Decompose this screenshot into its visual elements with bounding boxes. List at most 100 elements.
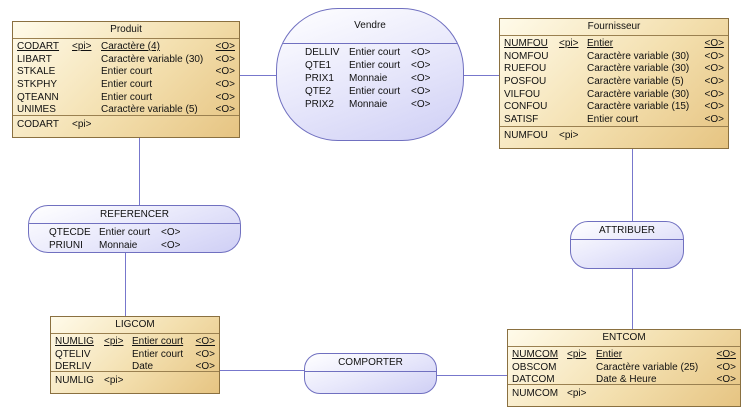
attribute-pi [559,63,587,76]
attribute-pi: <pi> [72,41,92,52]
attribute-o: <O> [704,88,724,100]
identifier-row: NUMCOM <pi> [508,384,740,402]
attribute-name: POSFOU [504,76,547,88]
attribute-type: Entier [587,38,614,49]
identifier-tag: <pi> [567,388,587,399]
attribute-pi [559,101,587,114]
association-title: COMPORTER [305,354,436,372]
identifier-tag: <pi> [72,119,92,130]
attribute-pi: <pi> [559,38,579,49]
attribute-type: Entier court [349,86,401,97]
attribute-row[interactable]: PRIUNI Monnaie <O> [49,239,240,252]
attribute-pi [567,374,596,387]
attribute-o: <O> [411,86,431,97]
identifier-name: NUMLIG [55,375,94,386]
attribute-type: Entier court [349,47,401,58]
attribute-pi [104,361,132,374]
attribute-pi [559,76,587,89]
attribute-type: Caractère variable (30) [587,88,690,100]
attribute-name: VILFOU [504,88,541,100]
attribute-pi [559,51,587,64]
attribute-row[interactable]: CODART<pi>Caractère (4)<O> [17,41,235,54]
attribute-o: <O> [411,99,431,110]
attribute-row[interactable]: VILFOU Caractère variable (30) <O> [504,89,724,102]
attribute-o: <O> [161,240,181,251]
attribute-o: <O> [411,60,431,71]
attribute-type: Caractère variable (5) [101,104,198,116]
attribute-type: Caractère variable (30) [587,50,690,62]
association-attribuer[interactable]: ATTRIBUER [570,221,684,269]
attribute-o: <O> [704,76,724,88]
association-comporter[interactable]: COMPORTER [304,353,437,394]
attribute-o: <O> [704,114,724,126]
attribute-o: <O> [215,91,235,103]
attribute-name: LIBART [17,53,52,65]
attribute-o: <O> [716,374,736,386]
entity-title: Fournisseur [500,19,728,36]
attribute-type: Date [132,361,154,373]
attribute-type: Entier court [132,336,184,347]
attribute-type: Monnaie [99,240,138,251]
attribute-name: PRIX1 [305,73,334,84]
attribute-pi [72,66,101,79]
attribute-o: <O> [704,101,724,113]
attribute-type: Entier court [101,91,153,103]
attribute-o: <O> [215,53,235,65]
attribute-type: Caractère (4) [101,41,160,52]
attribute-name: NUMFOU [504,38,548,49]
attribute-pi [72,92,101,105]
attribute-type: Entier court [101,79,153,91]
attribute-pi [72,54,101,67]
attribute-name: OBSCOM [512,361,557,373]
association-title: REFERENCER [29,206,240,224]
entity-title: LIGCOM [51,317,219,334]
attribute-name: NUMLIG [55,336,94,347]
attribute-pi: <pi> [104,336,124,347]
attribute-type: Date & Heure [596,374,657,386]
identifier-name: NUMCOM [512,388,559,399]
attribute-row[interactable]: NUMFOU<pi>Entier<O> [504,38,724,51]
attribute-type: Entier court [132,348,184,360]
attribute-row[interactable]: NUMLIG<pi>Entier court<O> [55,336,215,349]
attribute-pi [72,79,101,92]
attribute-name: PRIUNI [49,240,83,251]
attribute-row[interactable]: NUMCOM<pi>Entier<O> [512,349,736,362]
attribute-o: <O> [161,227,181,238]
attribute-o: <O> [716,361,736,373]
attribute-type: Entier court [99,227,151,238]
attribute-o: <O> [411,47,431,58]
identifier-row: NUMFOU<pi> [500,126,728,144]
attribute-type: Caractère variable (30) [587,63,690,75]
attribute-type: Monnaie [349,73,388,84]
identifier-row: CODART<pi> [13,115,239,133]
